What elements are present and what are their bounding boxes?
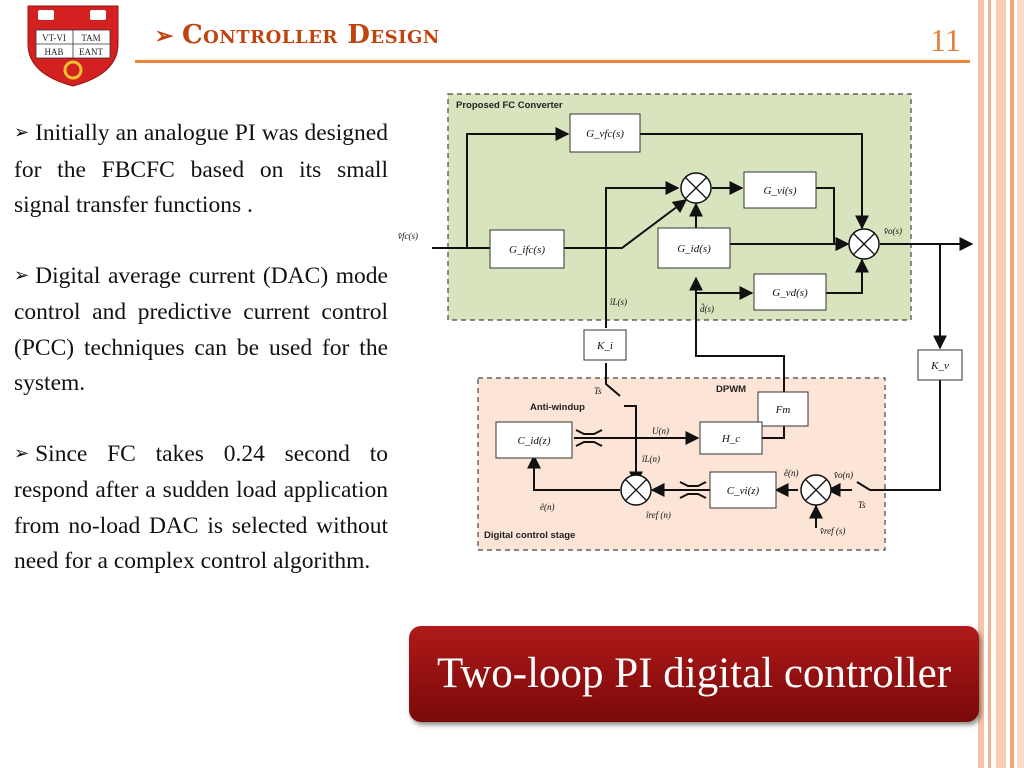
summing-junction — [848, 228, 880, 260]
signal-lines — [432, 127, 974, 528]
bullet-item: ➢Initially an analogue PI was designed f… — [14, 120, 388, 218]
block-gid: G_id(s) — [657, 227, 731, 269]
signal-label: îref (n) — [646, 510, 671, 520]
bullet-arrow-icon: ➢ — [14, 442, 30, 464]
block-gvfc: G_vfc(s) — [569, 113, 641, 153]
svg-text:C_vi(z): C_vi(z) — [727, 485, 760, 497]
signal-label: v̂ref (s) — [820, 526, 846, 536]
signal-label: v̂o(n) — [834, 470, 853, 480]
svg-text:C_id(z): C_id(z) — [518, 435, 551, 447]
caption-text: Two-loop PI digital controller — [436, 650, 952, 697]
signal-label: Ts — [594, 386, 602, 396]
signal-label: v̂o(s) — [884, 226, 902, 236]
bullet-item: ➢Since FC takes 0.24 second to respond a… — [14, 440, 388, 575]
bullet-arrow-icon: ➢ — [14, 122, 30, 143]
signal-label: Ts — [858, 500, 866, 510]
block-ki: K_i — [583, 329, 627, 361]
signal-label: ê(n) — [540, 502, 555, 512]
svg-text:G_vfc(s): G_vfc(s) — [586, 128, 624, 140]
signal-label: îL(n) — [642, 454, 660, 464]
signal-label: d̂(s) — [700, 303, 714, 314]
svg-text:VT-VI: VT-VI — [42, 33, 66, 43]
side-stripe-3 — [996, 0, 1006, 768]
side-stripe-2 — [988, 0, 991, 768]
slide-title: ➢ Controller Design — [155, 20, 440, 50]
svg-text:G_vi(s): G_vi(s) — [764, 185, 797, 197]
bullet-list: ➢Initially an analogue PI was designed f… — [14, 116, 388, 615]
block-gifc: G_ifc(s) — [489, 229, 565, 269]
title-arrow-icon: ➢ — [155, 23, 174, 49]
bullet-arrow-icon: ➢ — [14, 264, 30, 286]
svg-text:G_ifc(s): G_ifc(s) — [509, 244, 545, 256]
svg-text:K_i: K_i — [596, 340, 613, 352]
title-underline — [135, 60, 970, 63]
antiwindup-label: Anti-windup — [530, 402, 585, 413]
dpwm-label: DPWM — [716, 384, 746, 395]
digital-control-region — [477, 377, 886, 551]
side-stripe-1 — [978, 0, 984, 768]
bullet-item: ➢Digital average current (DAC) mode cont… — [14, 262, 388, 397]
signal-label: v̂fc(s) — [398, 231, 418, 241]
summing-junction — [800, 474, 832, 506]
block-cvi: C_vi(z) — [709, 471, 777, 509]
controller-block-diagram: .blk { fill:#ffffff; stroke:#333; stroke… — [398, 93, 974, 551]
svg-text:K_v: K_v — [930, 360, 949, 372]
block-kv: K_v — [917, 349, 963, 381]
caption-banner: Two-loop PI digital controller — [409, 626, 979, 722]
university-crest-logo: VT-VI TAM HAB EANT — [27, 5, 119, 87]
svg-text:G_vd(s): G_vd(s) — [772, 287, 808, 299]
svg-text:G_id(s): G_id(s) — [677, 243, 711, 255]
slide-number: 11 — [930, 22, 961, 58]
side-stripe-5 — [1017, 0, 1024, 768]
fc-converter-region — [447, 93, 912, 321]
signal-label: U(n) — [652, 426, 669, 436]
svg-text:HAB: HAB — [44, 47, 63, 57]
block-cid: C_id(z) — [495, 421, 573, 459]
fc-region-label: Proposed FC Converter — [456, 100, 563, 111]
slide-title-text: Controller Design — [181, 20, 440, 50]
svg-text:EANT: EANT — [79, 47, 103, 57]
svg-text:H_c: H_c — [721, 433, 740, 445]
block-gvd: G_vd(s) — [753, 273, 827, 311]
signal-label: îL(s) — [610, 297, 627, 307]
summing-junction — [680, 172, 712, 204]
svg-text:TAM: TAM — [81, 33, 100, 43]
block-fm: Fm — [757, 391, 809, 427]
digital-region-label: Digital control stage — [484, 530, 575, 541]
side-stripe-4 — [1010, 0, 1014, 768]
summing-junction — [620, 474, 652, 506]
svg-text:Fm: Fm — [775, 404, 791, 416]
block-gvi: G_vi(s) — [743, 171, 817, 209]
block-hc: H_c — [699, 421, 763, 455]
signal-label: ê(n) — [784, 468, 799, 478]
saturation-symbols — [575, 429, 707, 499]
